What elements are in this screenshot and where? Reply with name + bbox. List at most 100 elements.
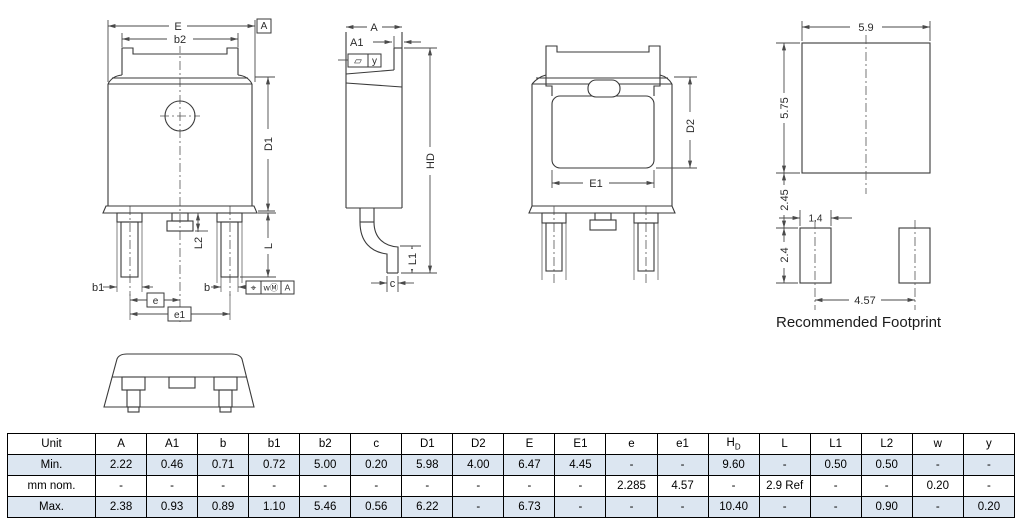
footprint-caption: Recommended Footprint — [776, 314, 942, 331]
dim-value: - — [299, 475, 352, 497]
dim-value: - — [758, 454, 811, 476]
dim-b2: b2 — [121, 32, 239, 47]
dim-value: 0.46 — [146, 454, 199, 476]
flatness-tolerance-frame: ▱ y — [338, 53, 382, 68]
column-header-b1: b1 — [248, 433, 301, 455]
dim-value: 0.90 — [860, 496, 913, 518]
dim-label-A: A — [370, 22, 378, 34]
footprint-lead-pad-left — [799, 227, 832, 284]
dim-label-e1: e1 — [174, 310, 186, 321]
dim-value: - — [452, 475, 505, 497]
dim-label-HD: HD — [425, 153, 437, 169]
column-header-l1: L1 — [809, 433, 862, 455]
dim-value: - — [860, 475, 913, 497]
dim-value: 2.22 — [94, 454, 148, 476]
dim-HD: HD — [401, 47, 437, 274]
leads-back — [541, 206, 659, 286]
dim-value: - — [911, 496, 964, 518]
row-label: Min. — [7, 454, 96, 476]
dim-value: - — [707, 475, 760, 497]
dim-value: - — [503, 475, 556, 497]
bottom-view — [103, 353, 255, 413]
dim-footprint-gap: 2.45 — [776, 173, 798, 229]
dim-label-4-57: 4.57 — [854, 295, 875, 307]
dim-lead-pad-height: 2.4 — [776, 228, 798, 284]
column-header-e: e — [605, 433, 658, 455]
dim-L: L — [240, 212, 276, 278]
dim-value: 2.38 — [94, 496, 148, 518]
dim-label-5-9: 5.9 — [858, 22, 873, 34]
column-header-a1: A1 — [146, 433, 199, 455]
dim-label-2-45: 2.45 — [779, 189, 791, 210]
dim-value: - — [911, 454, 964, 476]
dim-value: - — [94, 475, 148, 497]
dim-value: - — [809, 496, 862, 518]
dim-label-b1: b1 — [92, 282, 104, 294]
tab-slot — [587, 79, 621, 98]
dim-value: - — [401, 475, 454, 497]
dim-value: 0.50 — [860, 454, 913, 476]
dim-label-2-4: 2.4 — [779, 247, 791, 262]
package-body-back — [528, 45, 676, 214]
footprint-view: 5.9 5.75 2.45 1.4 — [776, 20, 942, 331]
position-symbol: ⌖ — [251, 283, 257, 294]
column-header-d1: D1 — [401, 433, 454, 455]
dim-value: - — [656, 496, 709, 518]
dim-lead-pad-width: 1.4 — [779, 210, 852, 226]
column-header-w: w — [911, 433, 964, 455]
dim-footprint-width: 5.9 — [801, 20, 931, 41]
bottom-center-notch — [168, 376, 196, 389]
lead-side-profile — [359, 208, 399, 274]
column-header-c: c — [350, 433, 403, 455]
dim-value: 0.20 — [962, 496, 1016, 518]
dim-value: 2.285 — [605, 475, 658, 497]
dim-value: - — [809, 475, 862, 497]
dim-value: - — [197, 475, 250, 497]
dim-label-b: b — [204, 282, 210, 294]
dim-value: 6.47 — [503, 454, 556, 476]
dim-footprint-height: 5.75 — [776, 42, 800, 174]
package-outline-drawing: E A b2 D1 — [92, 18, 942, 413]
position-datum-ref: A — [285, 283, 291, 293]
datum-a-label: A — [261, 21, 268, 32]
dim-value: 10.40 — [707, 496, 760, 518]
dim-value: 5.00 — [299, 454, 352, 476]
dim-label-D1: D1 — [263, 137, 275, 151]
dim-value: 0.93 — [146, 496, 199, 518]
dim-value: - — [350, 475, 403, 497]
column-header-y: y — [962, 433, 1016, 455]
dim-value: 4.45 — [554, 454, 607, 476]
dim-value: - — [248, 475, 301, 497]
dim-label-A1: A1 — [350, 37, 363, 49]
mounting-hole — [164, 100, 196, 132]
column-header-b2: b2 — [299, 433, 352, 455]
dim-value: 0.20 — [911, 475, 964, 497]
column-header-a: A — [94, 433, 148, 455]
dim-value: - — [962, 475, 1016, 497]
dim-label-D2: D2 — [685, 119, 697, 133]
dim-L2: L2 — [191, 213, 208, 254]
column-header-l2: L2 — [860, 433, 913, 455]
package-body-bottom — [103, 353, 255, 408]
side-view: A A1 ▱ y HD — [338, 20, 437, 292]
package-body-front — [102, 47, 258, 214]
dim-label-c: c — [390, 278, 396, 290]
datum-a-flag: A — [256, 18, 272, 34]
dim-value: 0.20 — [350, 454, 403, 476]
front-view: E A b2 D1 — [92, 18, 295, 322]
dim-value: - — [656, 454, 709, 476]
dim-value: - — [146, 475, 199, 497]
dim-label-5-75: 5.75 — [779, 97, 791, 118]
dim-e1: e1 — [130, 306, 230, 322]
unit-header: Unit — [7, 433, 96, 455]
dim-E: E — [107, 19, 256, 82]
dim-b1: b1 — [92, 282, 153, 294]
column-header-d2: D2 — [452, 433, 505, 455]
position-tolerance: wⓂ — [263, 283, 279, 293]
dim-value: - — [605, 454, 658, 476]
dim-b: b — [204, 282, 246, 294]
row-label: Max. — [7, 496, 96, 518]
